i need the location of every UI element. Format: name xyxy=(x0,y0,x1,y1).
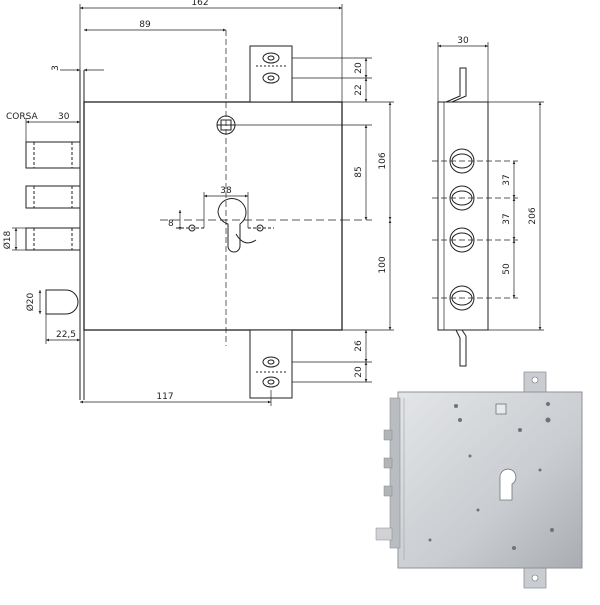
lock-case xyxy=(83,101,343,331)
deadbolt-lower xyxy=(25,227,81,251)
dim-latch-diameter: Ø20 xyxy=(25,292,36,311)
dim-bolt-pitch-3: 50 xyxy=(502,263,512,275)
front-dimensions xyxy=(12,4,394,406)
dim-cyl-offset: 89 xyxy=(139,20,151,30)
deadbolt-middle xyxy=(25,185,81,209)
anchor-plate-top xyxy=(249,45,293,103)
front-view xyxy=(25,30,372,400)
dim-hole-to-case-bottom: 26 xyxy=(354,340,364,352)
dim-bolt-pitch-2: 37 xyxy=(502,213,512,224)
side-view xyxy=(432,67,518,367)
latch-bolt xyxy=(45,289,79,315)
cylinder-hole xyxy=(176,198,274,253)
side-hook-top xyxy=(445,67,467,103)
dim-keyhole-height: 8 xyxy=(168,219,174,229)
dim-spindle-to-bottom: 100 xyxy=(378,256,388,273)
anchor-plate-bottom xyxy=(249,329,293,399)
dim-cyl-to-spindle: 85 xyxy=(354,166,364,177)
dim-side-thickness: 30 xyxy=(457,36,469,46)
front-dimension-labels: 162 89 3 CORSA 30 Ø18 Ø20 22,5 117 38 8 … xyxy=(2,0,388,402)
dim-keyhole-width: 38 xyxy=(220,186,232,196)
dim-bolt-diameter: Ø18 xyxy=(2,230,13,249)
lock-product-photo xyxy=(375,371,583,589)
dim-stroke-value: 30 xyxy=(58,112,70,122)
deadbolt-upper xyxy=(25,141,81,169)
dim-stroke-label: CORSA xyxy=(6,112,39,122)
dim-hole-spacing-bottom: 20 xyxy=(354,366,364,378)
dim-top-to-spindle: 106 xyxy=(378,152,388,169)
side-dimensions xyxy=(437,42,544,331)
dim-latch-offset: 22,5 xyxy=(56,330,76,340)
dim-hole-to-case-top: 22 xyxy=(354,84,364,95)
dim-hole-spacing-top: 20 xyxy=(354,62,364,74)
dim-front-plate: 3 xyxy=(51,65,61,71)
dim-side-height: 206 xyxy=(528,207,538,224)
side-dimension-labels: 30 37 37 50 206 xyxy=(457,36,538,275)
dim-total-width: 162 xyxy=(191,0,208,8)
dim-bolt-pitch-1: 37 xyxy=(502,174,512,185)
side-hook-bottom xyxy=(455,329,467,367)
dim-backset: 117 xyxy=(156,392,173,402)
